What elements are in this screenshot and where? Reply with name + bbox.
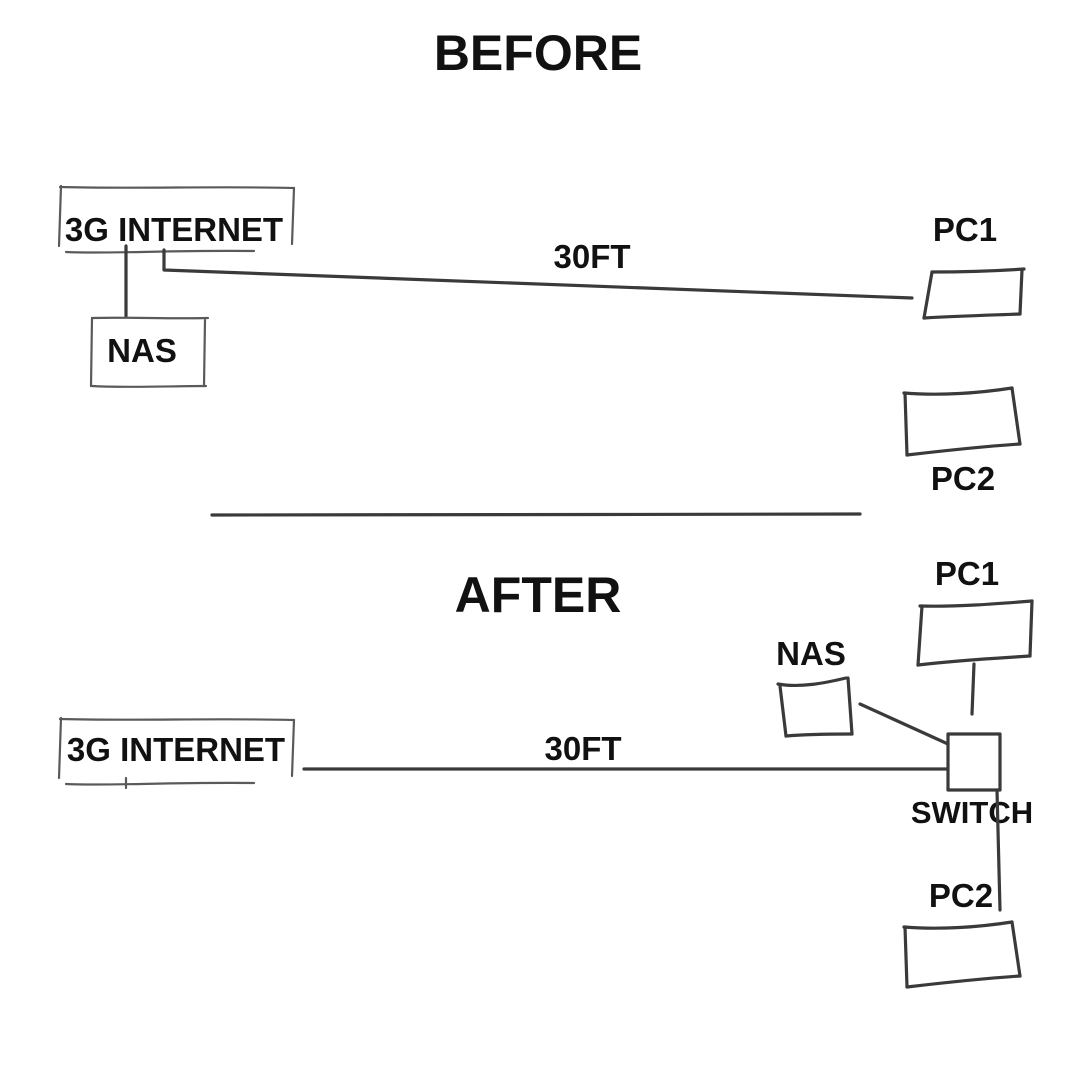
before-cable: [162, 248, 914, 300]
before-pc2-label: PC2: [931, 460, 995, 497]
before-internet-box: 3G INTERNET: [57, 184, 296, 254]
after-pc2-switch-link: [995, 788, 1002, 912]
after-nas-label: NAS: [776, 635, 846, 672]
after-pc1-box: [916, 599, 1034, 667]
after-cable-label: 30FT: [544, 730, 621, 767]
before-internet-label: 3G INTERNET: [65, 211, 283, 248]
before-pc2-box: [902, 386, 1022, 457]
after-section: AFTER 3G INTERNET 30FT SWITCH NAS PC1: [57, 555, 1034, 989]
after-nas-switch-link: [858, 702, 950, 746]
before-pc1-label: PC1: [933, 211, 997, 248]
after-internet-box: 3G INTERNET: [57, 716, 296, 790]
before-nas-label: NAS: [107, 332, 177, 369]
before-title: BEFORE: [434, 25, 642, 81]
after-title: AFTER: [455, 567, 622, 623]
after-switch-box: [946, 732, 1002, 792]
before-cable-label: 30FT: [553, 238, 630, 275]
before-nas-box: NAS: [89, 316, 210, 388]
after-switch-label: SWITCH: [911, 795, 1033, 830]
after-pc2-box: [902, 920, 1022, 989]
after-pc1-switch-link: [970, 662, 976, 716]
after-nas-box: [776, 676, 854, 738]
after-internet-label: 3G INTERNET: [67, 731, 285, 768]
before-section: BEFORE 3G INTERNET NAS 30FT PC1: [57, 25, 1026, 497]
after-pc1-label: PC1: [935, 555, 999, 592]
after-pc2-label: PC2: [929, 877, 993, 914]
section-divider: [210, 512, 862, 517]
before-pc1-box: [922, 267, 1026, 320]
